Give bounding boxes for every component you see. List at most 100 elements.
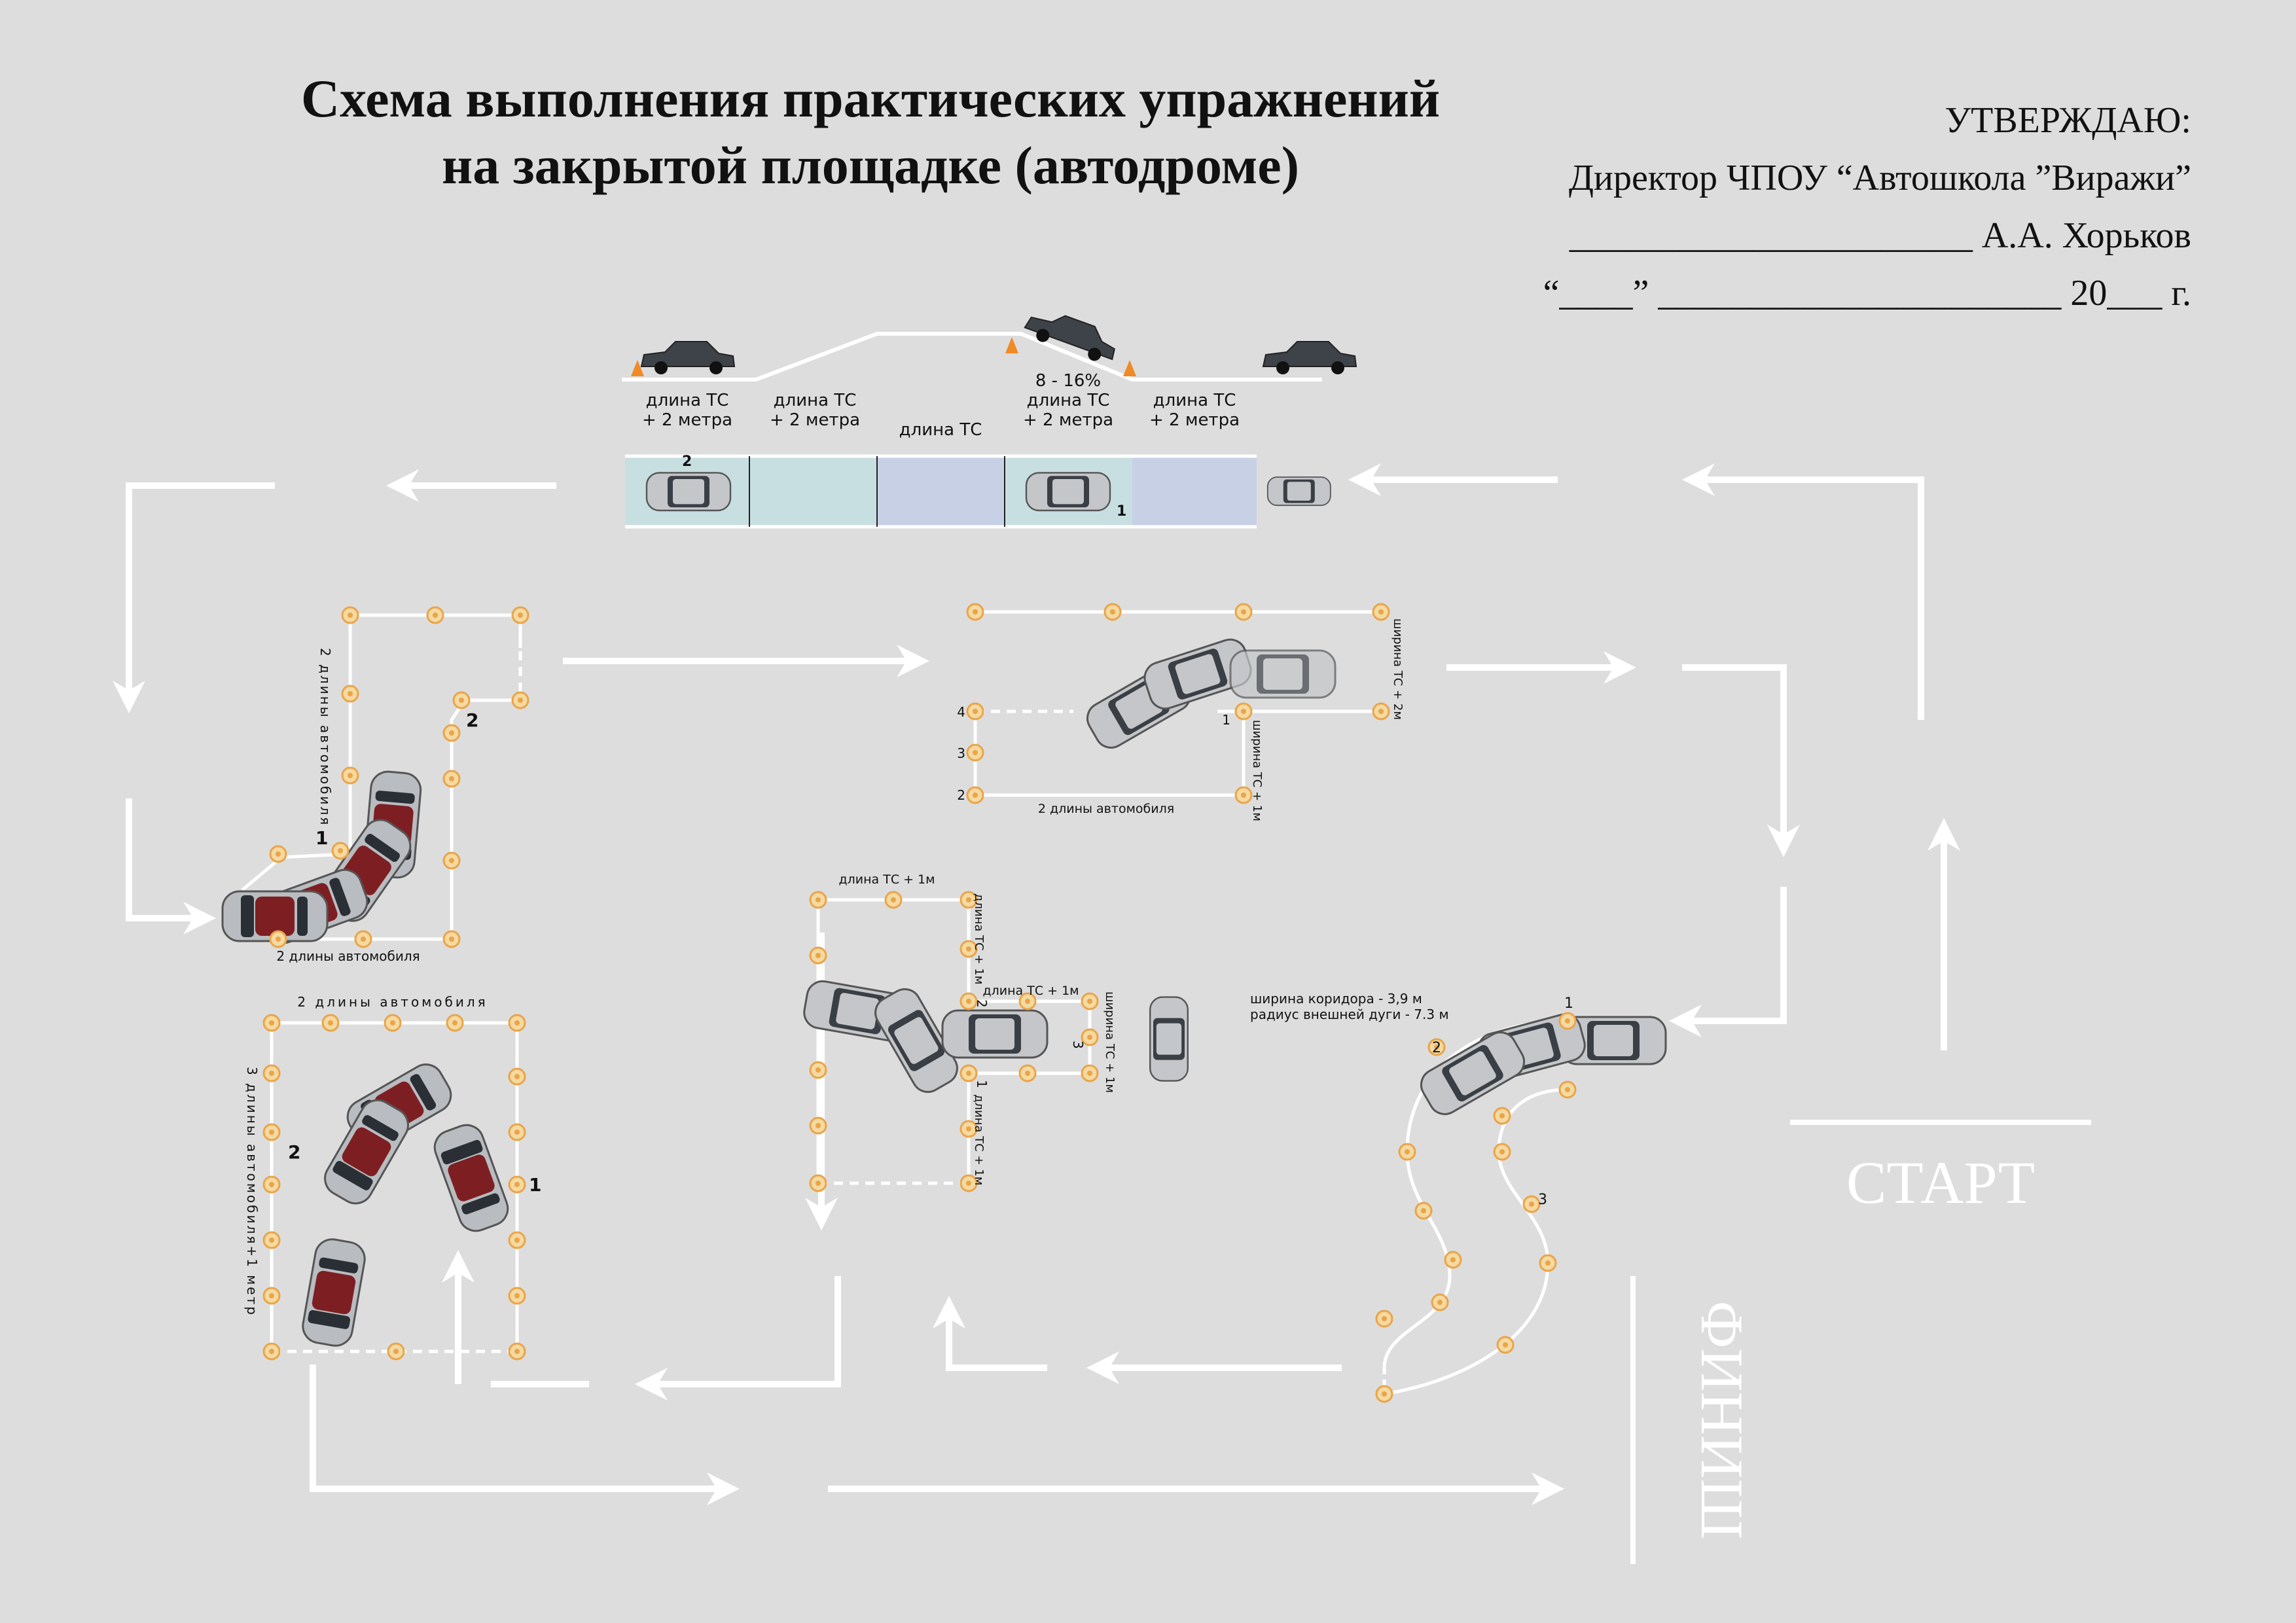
- hill-marker-2: 2: [682, 454, 692, 470]
- garage-left-label: 2 длины автомобиля: [317, 648, 333, 827]
- cone-icon: [442, 770, 461, 788]
- snake-label-2: радиус внешней дуги - 7.3 м: [1250, 1007, 1449, 1022]
- cone-icon: [508, 1014, 526, 1032]
- garage-marker-2: 2: [466, 709, 478, 731]
- cone-icon: [262, 1014, 281, 1032]
- cone-icon: [426, 606, 444, 624]
- hill-zone: [749, 456, 877, 527]
- parallel-top-label: 2 длины автомобиля: [297, 994, 488, 1010]
- cone-icon: [1018, 1064, 1037, 1082]
- cone-icon: [966, 603, 984, 621]
- parking-cars: [1081, 634, 1336, 755]
- cone-icon: [1493, 1107, 1511, 1125]
- turnaround-side-label: длина ТС + 1м: [972, 893, 986, 984]
- cone-icon: [1234, 702, 1253, 721]
- cone-icon: [809, 891, 827, 909]
- arrow-garage-entry: [126, 798, 216, 935]
- car-top-icon: [1025, 472, 1111, 512]
- garage-marker-1: 1: [315, 827, 328, 849]
- hill-label: длина ТС+ 2 метра: [770, 391, 860, 430]
- car-top-icon: [429, 1119, 514, 1237]
- cone-icon: [1414, 1202, 1433, 1220]
- cone-icon: [508, 1342, 526, 1361]
- cone-icon: [884, 891, 903, 909]
- arrow-to-turnaround: [933, 1296, 1047, 1371]
- arrow-top-right: [1682, 463, 1924, 720]
- cone-icon: [966, 786, 984, 804]
- car-side-icon: [1021, 303, 1122, 368]
- arrow-to-snake: [1669, 887, 1787, 1037]
- hill-zone: [877, 456, 1005, 527]
- hill-label: длина ТС+ 2 метра: [642, 391, 732, 430]
- cone-icon: [508, 1231, 526, 1249]
- cone-icon: [1005, 337, 1018, 353]
- turnaround-lower-label: длина ТС + 1м: [972, 1094, 986, 1185]
- snake-label-1: ширина коридора - 3,9 м: [1250, 991, 1422, 1007]
- cone-icon: [442, 724, 461, 742]
- cone-icon: [508, 1175, 526, 1194]
- turnaround-number-3: 3: [1070, 1041, 1086, 1049]
- cone-icon: [269, 930, 287, 948]
- cone-icon: [1496, 1336, 1515, 1354]
- cone-icon: [1431, 1293, 1449, 1311]
- parallel-parking-exercise: 2 длины автомобиля 3 длины автомобиля+1 …: [244, 994, 541, 1361]
- turnaround-number-2: 2: [974, 999, 990, 1008]
- snake-number-1: 1: [1564, 995, 1573, 1012]
- cone-icon: [341, 606, 359, 624]
- cone-icon: [1522, 1195, 1541, 1213]
- snake-number-2: 2: [1432, 1040, 1441, 1056]
- arrow-down-right: [1682, 664, 1800, 857]
- title-line-2: на закрытой площадке (автодроме): [441, 135, 1300, 195]
- car-top-icon: [1149, 996, 1189, 1082]
- parallel-marker-2: 2: [288, 1141, 300, 1163]
- page-title: Схема выполнения практических упражнений…: [229, 65, 1512, 199]
- cone-icon: [1558, 1012, 1577, 1030]
- parallel-marker-1: 1: [529, 1174, 541, 1196]
- start-label: СТАРТ: [1846, 1149, 2035, 1216]
- parking-right-label-top: ширина ТС + 2м: [1391, 618, 1405, 720]
- approval-signature: ______________________ А.А. Хорьков: [1569, 215, 2191, 256]
- cone-icon: [1558, 1080, 1577, 1099]
- cone-icon: [442, 930, 461, 948]
- approval-heading: УТВЕРЖДАЮ:: [1945, 100, 2191, 141]
- cone-icon: [1375, 1310, 1393, 1328]
- garage-wall: [242, 698, 520, 941]
- cone-icon: [1493, 1143, 1511, 1161]
- hill-zone: [1132, 456, 1257, 527]
- hill-label: длина ТС+ 2 метра: [1149, 391, 1240, 430]
- cone-icon: [511, 691, 529, 709]
- cone-icon: [508, 1067, 526, 1086]
- car-top-icon: [1229, 649, 1336, 699]
- turnaround-right-label: ширина ТС + 1м: [1103, 991, 1117, 1093]
- car-top-icon: [317, 1093, 416, 1211]
- garage-exercise: 2 длины автомобиля 2 длины автомобиля 1 …: [221, 606, 529, 964]
- arrow-turnaround-exit: [635, 1276, 841, 1400]
- cone-icon: [1103, 603, 1122, 621]
- cone-icon: [511, 606, 529, 624]
- snake-exercise: ширина коридора - 3,9 м радиус внешней д…: [1250, 991, 1667, 1403]
- cone-icon: [1234, 786, 1253, 804]
- cone-icon: [508, 1123, 526, 1141]
- cone-icon: [269, 845, 287, 863]
- cone-icon: [384, 1014, 402, 1032]
- parking-number-1: 1: [1222, 712, 1230, 728]
- cone-icon: [262, 1123, 281, 1141]
- cone-icon: [809, 1174, 827, 1192]
- arrow-to-garage: [113, 482, 275, 713]
- arrow-bottom-left: [310, 1364, 740, 1505]
- parking-right-label-bottom: ширина ТС + 1м: [1250, 720, 1264, 821]
- car-top-icon: [645, 472, 732, 512]
- turnaround-number-1: 1: [974, 1080, 990, 1088]
- hill-marker-1: 1: [1117, 503, 1126, 520]
- parallel-left-label: 3 длины автомобиля+1 метр: [244, 1067, 260, 1317]
- parking-number-4: 4: [957, 704, 965, 720]
- cone-icon: [809, 946, 827, 965]
- parking-exercise: 4 3 2 1 2 длины автомобиля ширина ТС + 2…: [957, 603, 1405, 821]
- hill-label: 8 - 16%длина ТС+ 2 метра: [1023, 371, 1113, 430]
- cone-icon: [1081, 1064, 1099, 1082]
- snake-inner-edge: [1384, 1088, 1568, 1396]
- cone-icon: [1234, 603, 1253, 621]
- cone-icon: [446, 1014, 464, 1032]
- parking-number-3: 3: [957, 745, 965, 761]
